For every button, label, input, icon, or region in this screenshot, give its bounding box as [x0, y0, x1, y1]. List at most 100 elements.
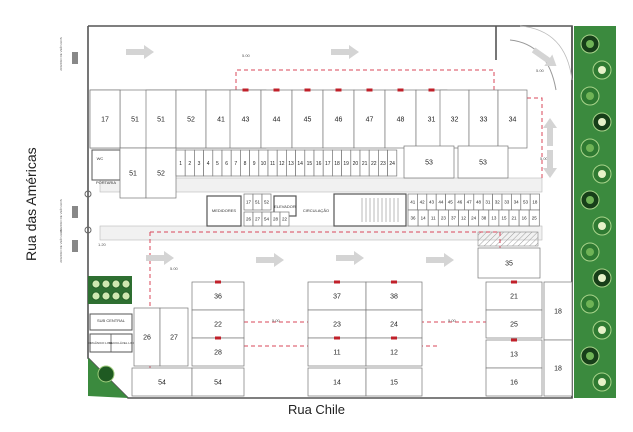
stall-number: 16 — [522, 216, 528, 221]
stall-number: 15 — [501, 216, 507, 221]
parking-stall: 24 — [468, 209, 480, 227]
street-rua-chile: Rua Chile — [287, 402, 346, 417]
stall-number: 37 — [333, 293, 341, 300]
traffic-arrows — [126, 45, 557, 267]
parking-stall: 48 — [473, 193, 484, 211]
stall-number: 26 — [143, 334, 151, 341]
parking-stall: 51 — [119, 89, 151, 149]
stall-number: 4 — [207, 161, 210, 167]
parking-stall: 54 — [191, 367, 245, 397]
ramp-curve-inner — [519, 25, 573, 81]
stall-number: 7 — [234, 161, 237, 167]
parking-stall: 10 — [258, 149, 269, 177]
stall-number: 52 — [157, 170, 165, 177]
planter-icon — [91, 291, 101, 301]
parking-stall: 11 — [267, 149, 278, 177]
stall-number: 48 — [476, 200, 482, 205]
parking-stall: 26 — [243, 211, 254, 227]
parking-stall: 37 — [448, 209, 459, 227]
planter-icon — [121, 279, 131, 289]
parking-stall: 31 — [482, 193, 493, 211]
stall-number: 53 — [479, 159, 487, 166]
parking-stall: 12 — [365, 336, 423, 367]
stall-number: 43 — [242, 116, 250, 123]
traffic-arrow — [531, 47, 557, 67]
stall-number: 27 — [255, 217, 261, 222]
stall-number: 18 — [554, 365, 562, 372]
stall-number: 44 — [438, 200, 444, 205]
stall-number: 42 — [420, 200, 426, 205]
parking-stall: 25 — [485, 309, 543, 339]
parking-stall: 52 — [175, 89, 207, 149]
wc-label: WC — [97, 156, 104, 161]
stall-number: 17 — [325, 161, 331, 167]
parking-stall: 45 — [445, 193, 456, 211]
stall-number: 19 — [343, 161, 349, 167]
svg-text:5.00: 5.00 — [242, 53, 251, 58]
sub-central-label: SUB CENTRAL — [97, 318, 126, 323]
parking-stall: 15 — [365, 367, 423, 397]
parking-stall: 16 — [313, 149, 324, 177]
parking-stall: 6 — [221, 149, 232, 177]
svg-text:ACESSO DE VEÍCULOS: ACESSO DE VEÍCULOS — [59, 37, 63, 71]
parking-stall: 21 — [485, 280, 543, 311]
traffic-arrow — [256, 253, 284, 267]
parking-stall: 52 — [145, 147, 177, 199]
stall-number: 14 — [297, 161, 303, 167]
stall-number: 22 — [371, 161, 377, 167]
parking-stall: 32 — [492, 193, 503, 211]
parking-stall: 14 — [417, 209, 429, 227]
stall-number: 22 — [214, 321, 222, 328]
stall-number: 23 — [333, 321, 341, 328]
stall-number: 14 — [333, 379, 341, 386]
traffic-arrow — [426, 253, 454, 267]
svg-text:5.00: 5.00 — [170, 266, 179, 271]
parking-stall: 38 — [365, 280, 423, 311]
stall-number: 38 — [481, 216, 487, 221]
stall-number: 51 — [157, 116, 165, 123]
parking-stall: 33 — [501, 193, 512, 211]
parking-stall: 23 — [378, 149, 388, 177]
svg-text:1.20: 1.20 — [98, 242, 107, 247]
stall-number: 14 — [421, 216, 427, 221]
stall-number: 32 — [451, 116, 459, 123]
parking-stall: 35 — [477, 247, 541, 279]
plant-icon — [592, 164, 612, 184]
plant-icon — [580, 190, 600, 210]
parking-stall: 15 — [304, 149, 315, 177]
stall-number: 6 — [225, 161, 228, 167]
stall-number: 31 — [485, 200, 491, 205]
parking-stall: 19 — [341, 149, 352, 177]
service-rooms: WC PORTARIA MEDIDORES ELEVADOR CIRCULAÇÃ… — [88, 149, 407, 353]
stall-number: 15 — [307, 161, 313, 167]
planter-icon — [121, 291, 131, 301]
stall-number: 23 — [380, 161, 386, 167]
stall-number: 13 — [510, 351, 518, 358]
stall-number: 46 — [335, 116, 343, 123]
parking-stall: 48 — [384, 88, 417, 149]
svg-text:ACESSO DE VEÍCULOS: ACESSO DE VEÍCULOS — [59, 199, 63, 233]
plant-icon — [592, 60, 612, 80]
traffic-arrow — [543, 150, 557, 178]
parking-stall: 16 — [485, 367, 543, 397]
parking-stall: 46 — [454, 193, 465, 211]
parking-stall: 43 — [426, 193, 437, 211]
stall-number: 34 — [514, 200, 520, 205]
planter-icon — [111, 291, 121, 301]
stall-number: 41 — [410, 200, 416, 205]
stall-number: 33 — [480, 116, 488, 123]
plant-icon — [580, 34, 600, 54]
traffic-arrow — [146, 251, 174, 265]
parking-stall: 42 — [417, 193, 428, 211]
stall-number: 53 — [523, 200, 529, 205]
stall-number: 47 — [467, 200, 473, 205]
parking-stall: 53 — [457, 145, 509, 179]
stall-number: 38 — [390, 293, 398, 300]
circulacao-label: CIRCULAÇÃO — [303, 208, 329, 213]
stall-number: 21 — [362, 161, 368, 167]
svg-text:ACESSO DE VEÍCULOS: ACESSO DE VEÍCULOS — [59, 229, 63, 263]
stall-number: 11 — [270, 161, 275, 167]
parking-stall: 46 — [322, 88, 355, 149]
traffic-arrow — [336, 251, 364, 265]
stall-number: 13 — [491, 216, 497, 221]
